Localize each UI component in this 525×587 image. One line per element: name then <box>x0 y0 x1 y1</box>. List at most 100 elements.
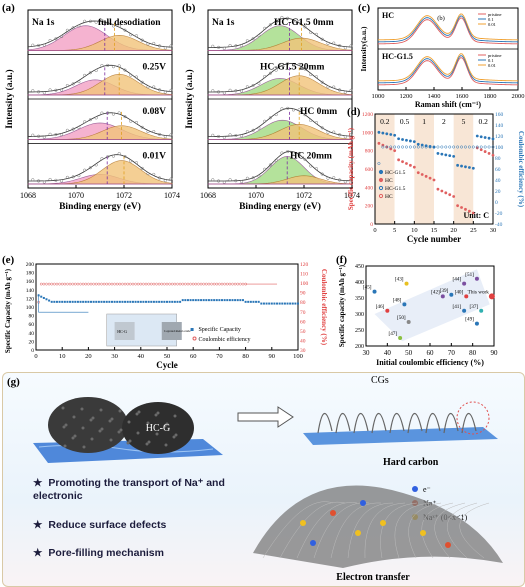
ce-point <box>401 145 404 149</box>
legend-label: HC-G1.5 <box>385 186 406 192</box>
particle-texture <box>127 420 131 424</box>
capacity-point <box>131 300 134 303</box>
data-point <box>222 46 226 50</box>
ce-point <box>207 282 211 286</box>
data-point <box>303 157 307 161</box>
x-tick-label: 40 <box>384 349 392 357</box>
ce-point <box>191 282 195 286</box>
scatter-label: [48] <box>393 297 402 303</box>
capacity-point <box>416 142 420 146</box>
capacity-point <box>223 299 226 302</box>
capacity-point <box>460 206 463 209</box>
capacity-point <box>90 300 93 303</box>
data-point <box>222 180 226 184</box>
carbon-layer <box>389 412 405 434</box>
ce-point <box>89 282 93 286</box>
data-point <box>326 41 330 45</box>
capacity-point <box>281 302 284 305</box>
x-tick-label: 20 <box>85 353 92 360</box>
capacity-point <box>231 299 234 302</box>
ce-point <box>123 282 127 286</box>
data-point <box>349 178 353 182</box>
data-point <box>31 43 35 47</box>
x-tick-label: 60 <box>427 349 435 357</box>
capacity-point <box>155 300 158 303</box>
capacity-point <box>436 152 440 155</box>
capacity-point <box>84 300 87 303</box>
particle-texture <box>90 437 94 441</box>
data-point <box>274 68 278 72</box>
y2-tick-label: 70 <box>300 310 306 316</box>
data-point <box>217 134 221 138</box>
data-point <box>211 178 215 182</box>
data-point <box>320 80 324 84</box>
capacity-point <box>448 154 452 158</box>
scatter-point <box>462 281 467 286</box>
data-point <box>211 89 215 93</box>
data-point <box>280 107 284 111</box>
data-point <box>211 44 215 48</box>
ce-point <box>231 282 234 286</box>
data-point <box>303 25 307 29</box>
ce-point <box>236 282 240 286</box>
data-point <box>268 71 272 75</box>
data-point <box>157 44 162 48</box>
ion-marker <box>380 520 386 526</box>
data-point <box>60 88 64 92</box>
capacity-point <box>137 300 140 303</box>
y2-tick-label: 120 <box>495 134 504 140</box>
inset-electrode <box>161 322 182 340</box>
data-point <box>286 62 290 66</box>
data-point <box>251 83 255 87</box>
data-point <box>309 30 313 35</box>
legend-label: 0.01 <box>488 22 496 27</box>
x-tick-label: 1070 <box>248 191 264 200</box>
capacity-point <box>487 152 491 155</box>
subplot-label: HC-G1.5 <box>382 52 413 61</box>
capacity-point <box>262 302 265 305</box>
ce-point <box>110 282 114 286</box>
data-point <box>134 161 139 165</box>
scatter-label: [45] <box>363 285 372 291</box>
electron-transfer-label: Electron transfer <box>336 572 410 583</box>
lattice-line <box>330 502 382 559</box>
capacity-point <box>377 141 381 145</box>
ce-point <box>189 282 192 286</box>
y-tick-label: 600 <box>365 167 374 173</box>
capacity-point <box>265 302 268 305</box>
y-tick-label: 0 <box>31 348 34 354</box>
data-point <box>257 34 261 38</box>
capacity-point <box>139 300 142 303</box>
capacity-point <box>74 300 77 303</box>
capacity-point <box>71 300 74 303</box>
capacity-point <box>244 300 247 303</box>
inset-label: Layered metal oxide <box>164 329 191 333</box>
capacity-point <box>428 176 432 180</box>
capacity-point <box>448 193 452 197</box>
y-tick-label: 140 <box>26 288 35 294</box>
data-point <box>77 80 81 84</box>
ce-point <box>168 282 171 286</box>
capacity-point <box>479 135 483 139</box>
ce-point <box>194 282 198 286</box>
data-point <box>111 154 115 158</box>
capacity-point <box>126 300 129 303</box>
capacity-point <box>150 300 153 303</box>
data-point <box>314 121 319 125</box>
data-point <box>117 24 121 28</box>
curve-label: full desodiation <box>98 18 161 28</box>
capacity-point <box>436 187 440 191</box>
carbon-layer <box>371 412 387 434</box>
data-point <box>245 130 249 134</box>
x-axis-label: Raman shift (cm⁻¹) <box>415 100 482 109</box>
scatter-point <box>474 276 479 281</box>
rate-band <box>453 114 474 224</box>
capacity-point <box>420 143 424 147</box>
data-point <box>146 130 150 134</box>
capacity-point <box>241 299 244 302</box>
y-tick-label: 1000 <box>362 130 373 136</box>
panel-label-e: (e) <box>2 254 15 266</box>
